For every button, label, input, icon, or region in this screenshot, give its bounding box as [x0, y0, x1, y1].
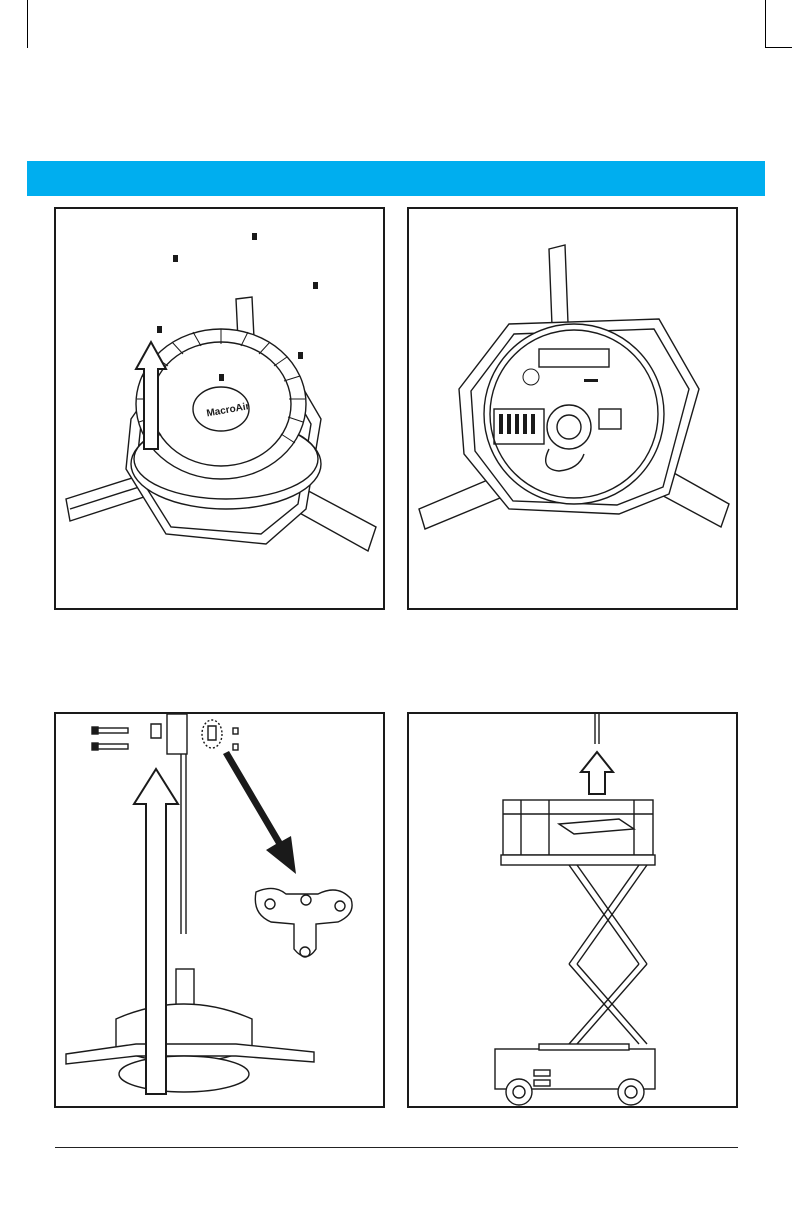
up-arrow-icon: [581, 752, 613, 794]
section-header-band: [27, 161, 765, 196]
bracket-icon: [255, 888, 352, 957]
footer-rule: [55, 1147, 738, 1148]
motor-icon: [56, 714, 383, 1106]
figure-panel-4: [407, 712, 738, 1108]
figure-panel-3: [54, 712, 385, 1108]
down-arrow-icon: [223, 751, 296, 874]
fan-hub-icon: MacroAir: [56, 209, 383, 608]
scissor-lift-icon: [409, 714, 736, 1106]
figure-panel-1: MacroAir: [54, 207, 385, 610]
crop-mark-right: [765, 47, 792, 48]
control-board-icon: [409, 209, 736, 608]
crop-mark-top-right: [765, 0, 766, 48]
figure-panel-2: [407, 207, 738, 610]
crop-mark-top-left: [27, 0, 28, 48]
